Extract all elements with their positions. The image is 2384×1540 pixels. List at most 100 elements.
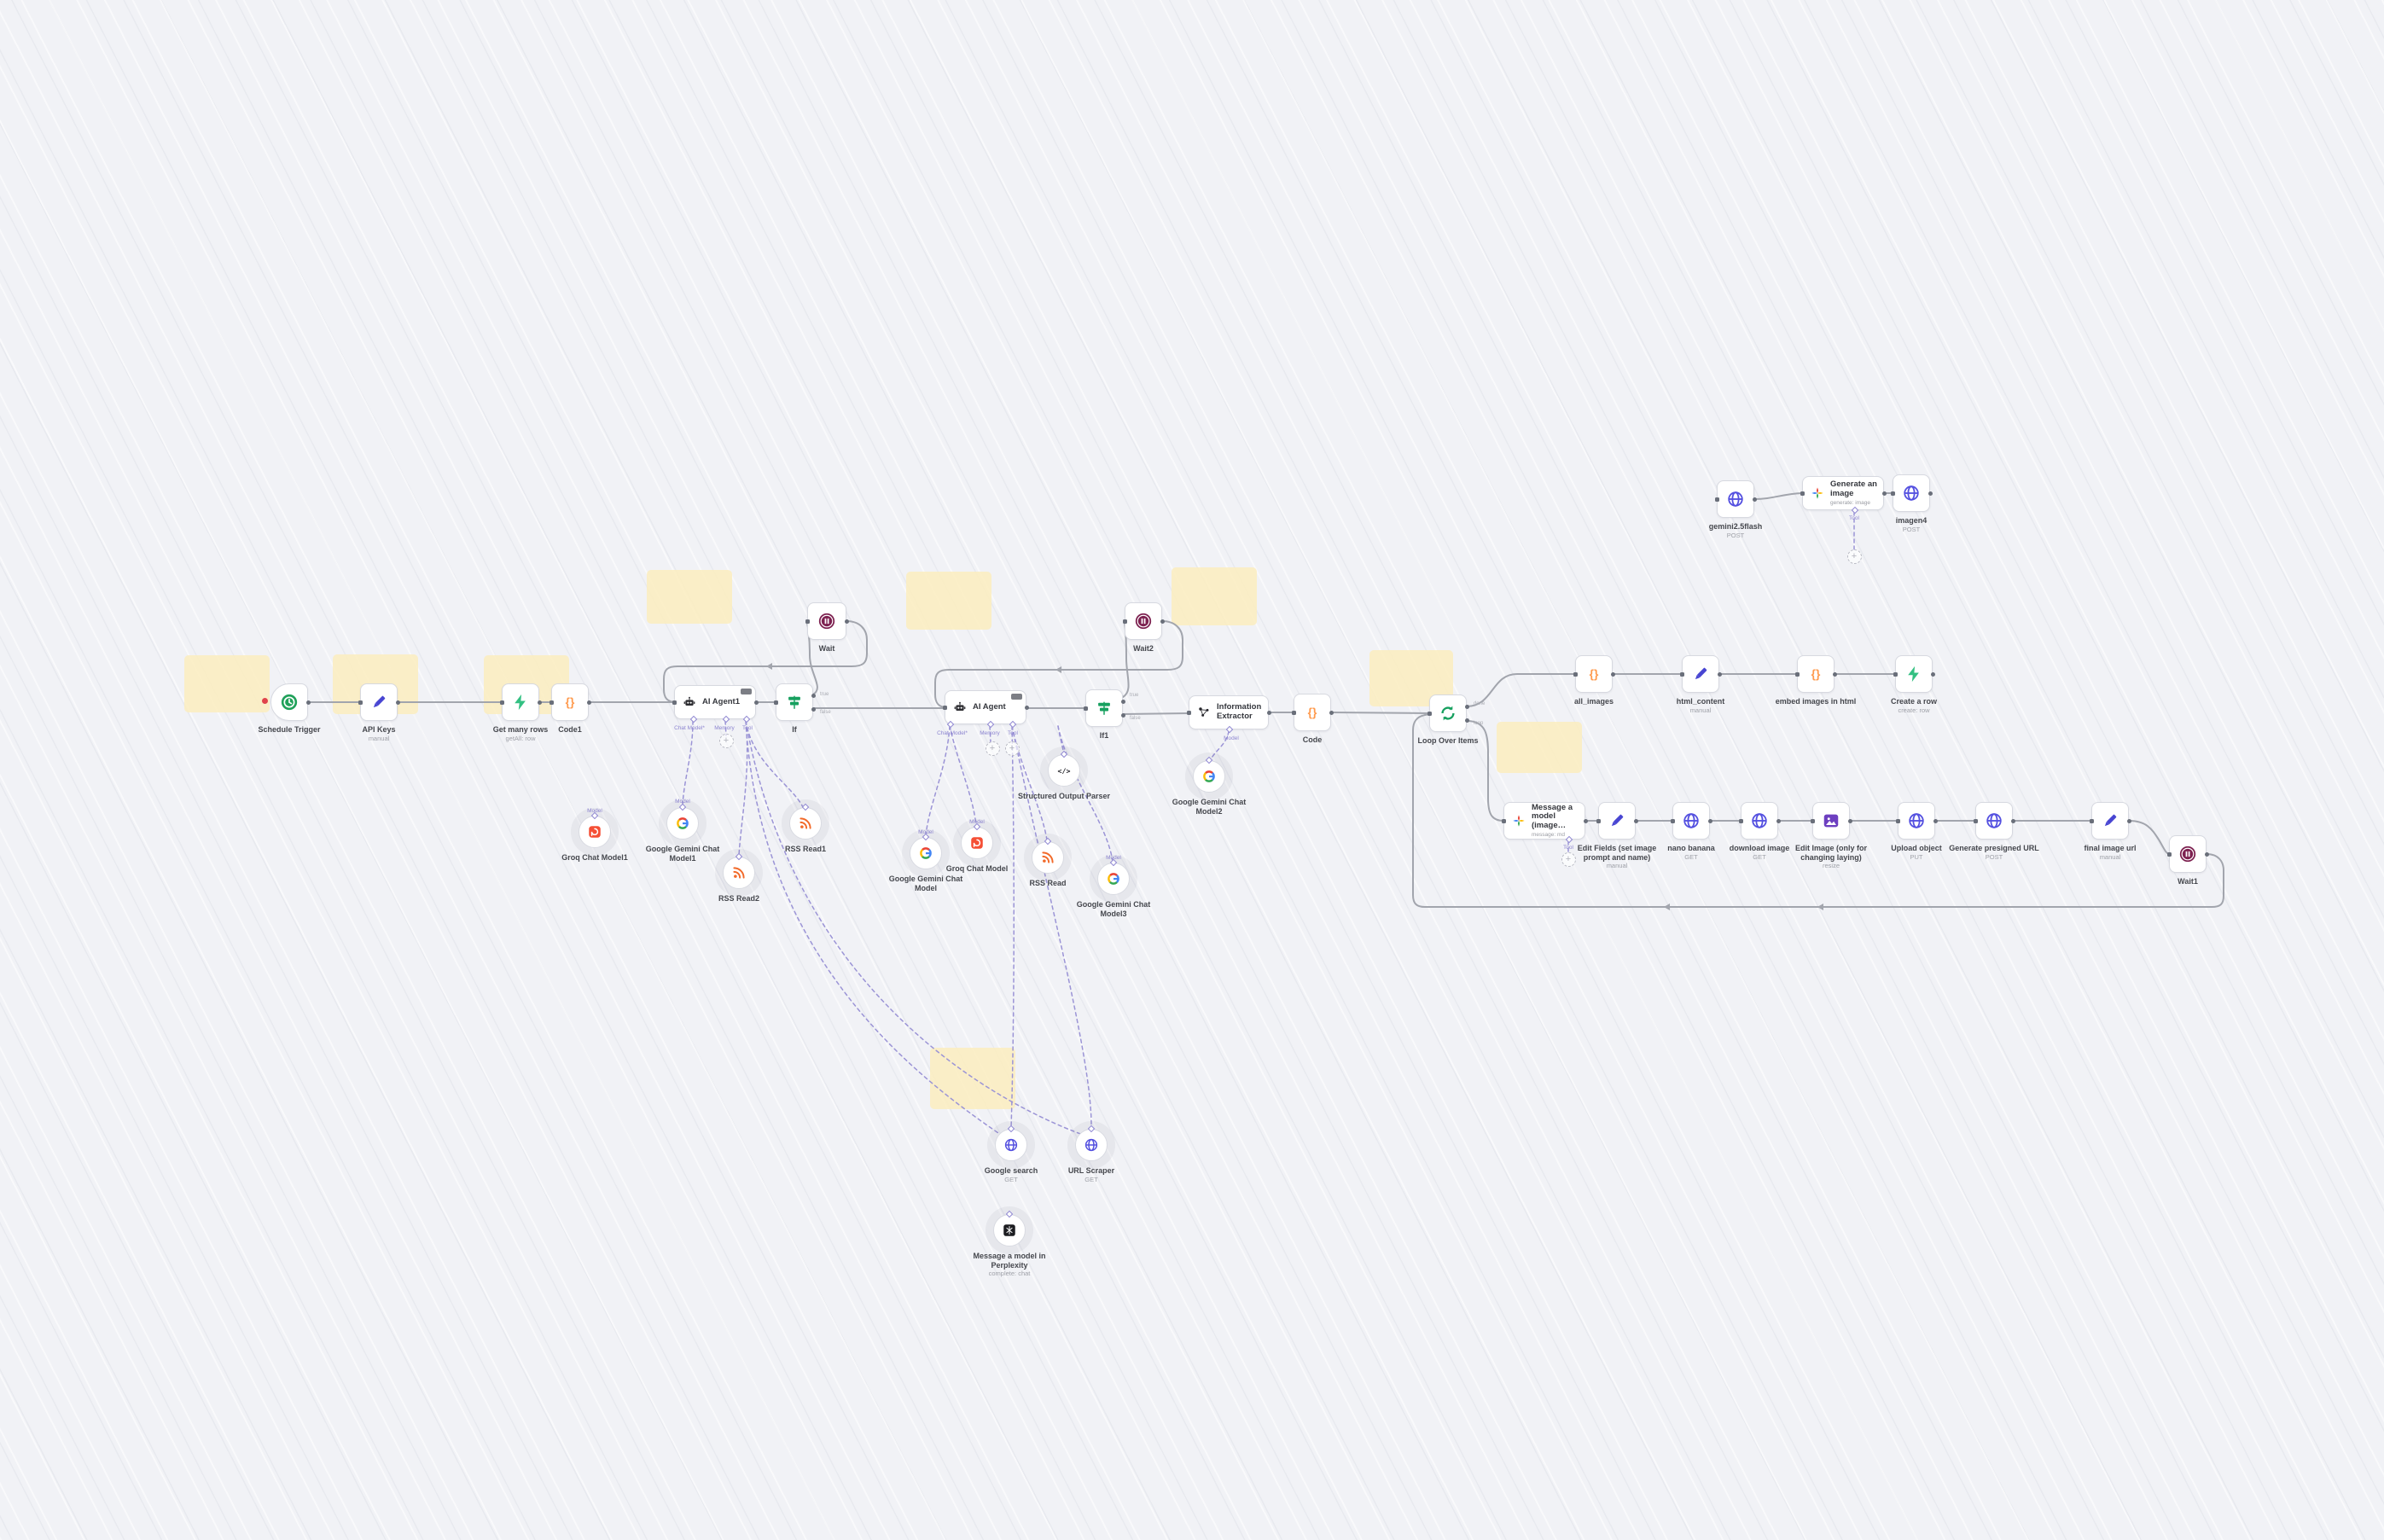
output-port[interactable]: [1717, 671, 1722, 677]
node-url-scraper[interactable]: [1075, 1124, 1108, 1161]
output-port[interactable]: [844, 619, 849, 624]
input-port[interactable]: [1573, 671, 1578, 677]
node-information-extractor[interactable]: Information Extractor: [1186, 695, 1271, 734]
connection-ai-agent1-to-google-search[interactable]: [745, 720, 1002, 1136]
node-structured-output-parser[interactable]: </>: [1048, 750, 1080, 787]
output-port-1[interactable]: [1464, 705, 1469, 709]
input-port[interactable]: [1810, 818, 1815, 823]
output-port[interactable]: [2010, 818, 2015, 823]
connection-gemini25flash-to-generate-an-image[interactable]: [1753, 492, 1803, 500]
input-port[interactable]: [1794, 671, 1800, 677]
node-schedule-trigger[interactable]: [270, 683, 311, 721]
input-port[interactable]: [1186, 710, 1191, 715]
output-port[interactable]: [305, 700, 311, 705]
input-port[interactable]: [1670, 818, 1675, 823]
input-port[interactable]: [2089, 818, 2094, 823]
output-port[interactable]: [1633, 818, 1638, 823]
node-gemini25flash[interactable]: [1714, 480, 1757, 518]
node-get-many-rows[interactable]: [499, 683, 542, 721]
node-generate-an-image[interactable]: Generate an image generate: image: [1800, 476, 1887, 514]
output-port-1[interactable]: [1120, 700, 1125, 704]
node-wait2[interactable]: [1122, 602, 1165, 640]
input-port[interactable]: [1427, 711, 1432, 716]
output-port[interactable]: [395, 700, 400, 705]
node-final-image-url[interactable]: [2089, 802, 2131, 840]
output-port[interactable]: [1266, 710, 1271, 715]
node-google-search[interactable]: [995, 1124, 1027, 1161]
connection-ai-agent1-to-url-scraper[interactable]: [745, 720, 1084, 1136]
connection-wait-to-ai-agent1[interactable]: [663, 620, 868, 703]
input-port[interactable]: [773, 700, 778, 705]
output-port[interactable]: [1881, 491, 1887, 496]
node-google-gemini-chat-model3[interactable]: [1097, 858, 1130, 895]
input-port[interactable]: [1893, 671, 1898, 677]
tool-plus-generate[interactable]: +: [1846, 549, 1862, 564]
input-port[interactable]: [1973, 818, 1978, 823]
connection-ai-agent-to-url-scraper[interactable]: [1011, 725, 1092, 1129]
input-port[interactable]: [1501, 818, 1506, 823]
connection-ai-agent1-to-rss-read2[interactable]: [738, 720, 748, 857]
node-if[interactable]: [773, 683, 816, 721]
input-port[interactable]: [672, 700, 677, 705]
output-port[interactable]: [1160, 619, 1165, 624]
output-port[interactable]: [1776, 818, 1781, 823]
input-port[interactable]: [1083, 706, 1088, 711]
node-create-a-row[interactable]: [1893, 655, 1935, 693]
input-port[interactable]: [1895, 818, 1900, 823]
input-port[interactable]: [942, 705, 947, 710]
memory-plus-agent[interactable]: +: [985, 741, 1000, 756]
tool-plus-message[interactable]: +: [1561, 851, 1576, 867]
input-port[interactable]: [805, 619, 810, 624]
output-port[interactable]: [537, 700, 542, 705]
connection-ai-agent1-to-memory-plus-agent1[interactable]: [724, 720, 727, 736]
sticky-note-4[interactable]: [647, 570, 732, 624]
node-google-gemini-chat-model1[interactable]: [666, 803, 699, 840]
connection-ai-agent1-to-rss-read1[interactable]: [745, 720, 804, 808]
input-port[interactable]: [499, 700, 504, 705]
node-message-a-model[interactable]: Message a model (image… message: md: [1501, 802, 1588, 844]
node-upload-object[interactable]: [1895, 802, 1938, 840]
connection-code-to-loop-over-items[interactable]: [1330, 712, 1430, 714]
output-port-2[interactable]: [1464, 718, 1469, 723]
node-nano-banana[interactable]: [1670, 802, 1712, 840]
node-message-a-model-in-perplexity[interactable]: [993, 1210, 1026, 1247]
output-port[interactable]: [2126, 818, 2131, 823]
node-imagen4[interactable]: [1890, 474, 1933, 512]
input-port[interactable]: [1738, 818, 1743, 823]
output-port[interactable]: [1832, 671, 1837, 677]
output-port[interactable]: [1933, 818, 1938, 823]
output-port[interactable]: [586, 700, 591, 705]
connection-information-extractor-to-google-gemini-chat-model2[interactable]: [1210, 730, 1230, 760]
output-port-2[interactable]: [811, 707, 816, 712]
node-api-keys[interactable]: [358, 683, 400, 721]
sticky-note-6[interactable]: [1172, 567, 1257, 625]
input-port[interactable]: [1679, 671, 1684, 677]
output-port[interactable]: [1752, 497, 1757, 502]
tool-plus-agent[interactable]: +: [1004, 741, 1020, 756]
output-port[interactable]: [753, 700, 759, 705]
node-html-content[interactable]: [1679, 655, 1722, 693]
input-port[interactable]: [1122, 619, 1127, 624]
node-download-image[interactable]: [1738, 802, 1781, 840]
node-code1[interactable]: {}: [549, 683, 591, 721]
connection-if1-to-information-extractor[interactable]: [1122, 712, 1189, 715]
input-port[interactable]: [358, 700, 363, 705]
node-all-images[interactable]: {}: [1573, 655, 1615, 693]
node-rss-read1[interactable]: [789, 803, 822, 840]
connection-ai-agent-to-google-search[interactable]: [1010, 725, 1015, 1129]
node-rss-read[interactable]: [1032, 837, 1064, 874]
connection-ai-agent-to-google-gemini-chat-model[interactable]: [925, 725, 951, 837]
input-port[interactable]: [549, 700, 554, 705]
output-port-2[interactable]: [1120, 713, 1125, 718]
input-port[interactable]: [2166, 851, 2172, 857]
node-ai-agent[interactable]: AI Agent: [942, 690, 1029, 729]
node-ai-agent1[interactable]: AI Agent1: [672, 685, 759, 724]
input-port[interactable]: [1714, 497, 1719, 502]
input-port[interactable]: [1890, 491, 1895, 496]
output-port[interactable]: [1024, 705, 1029, 710]
node-edit-fields-image-prompt[interactable]: [1596, 802, 1638, 840]
node-groq-chat-model1[interactable]: [579, 811, 611, 848]
node-wait[interactable]: [805, 602, 849, 640]
node-loop-over-items[interactable]: [1427, 694, 1469, 732]
